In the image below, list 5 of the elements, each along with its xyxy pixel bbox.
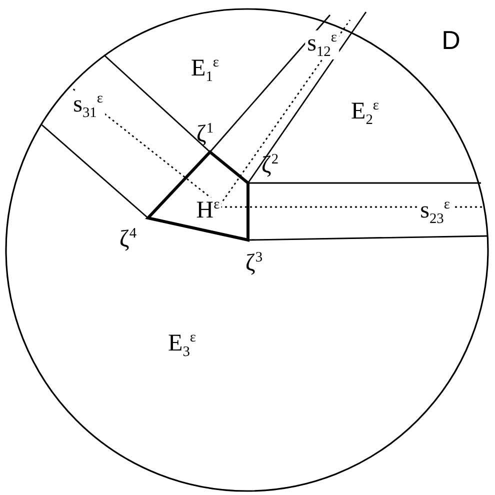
domain-label: D <box>442 27 460 53</box>
vertex-label: ζ$^{4}$ <box>119 226 137 252</box>
vertex-label: ζ$^{2}$ <box>261 152 279 178</box>
vertex-label: ζ$^{1}$ <box>196 122 214 146</box>
vertex-label: ζ$^{3}$ <box>245 250 263 276</box>
